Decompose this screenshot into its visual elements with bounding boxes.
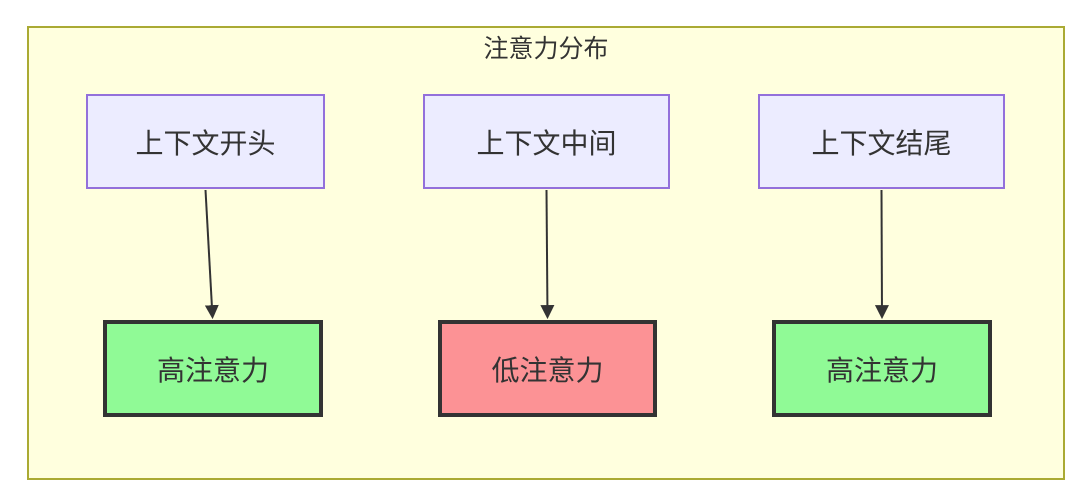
node-low-attention-middle: 低注意力 bbox=[438, 320, 657, 417]
node-context-end: 上下文结尾 bbox=[758, 94, 1005, 189]
node-high-attention-end: 高注意力 bbox=[772, 320, 992, 417]
node-high-attention-start: 高注意力 bbox=[103, 320, 323, 417]
node-label: 高注意力 bbox=[825, 354, 938, 386]
node-label: 低注意力 bbox=[491, 354, 604, 386]
node-label: 上下文开头 bbox=[135, 127, 276, 159]
node-label: 上下文中间 bbox=[476, 127, 617, 159]
node-context-middle: 上下文中间 bbox=[423, 94, 670, 189]
node-label: 上下文结尾 bbox=[811, 127, 952, 159]
node-label: 高注意力 bbox=[156, 354, 269, 386]
node-context-beginning: 上下文开头 bbox=[86, 94, 325, 189]
cluster-title: 注意力分布 bbox=[483, 35, 609, 63]
